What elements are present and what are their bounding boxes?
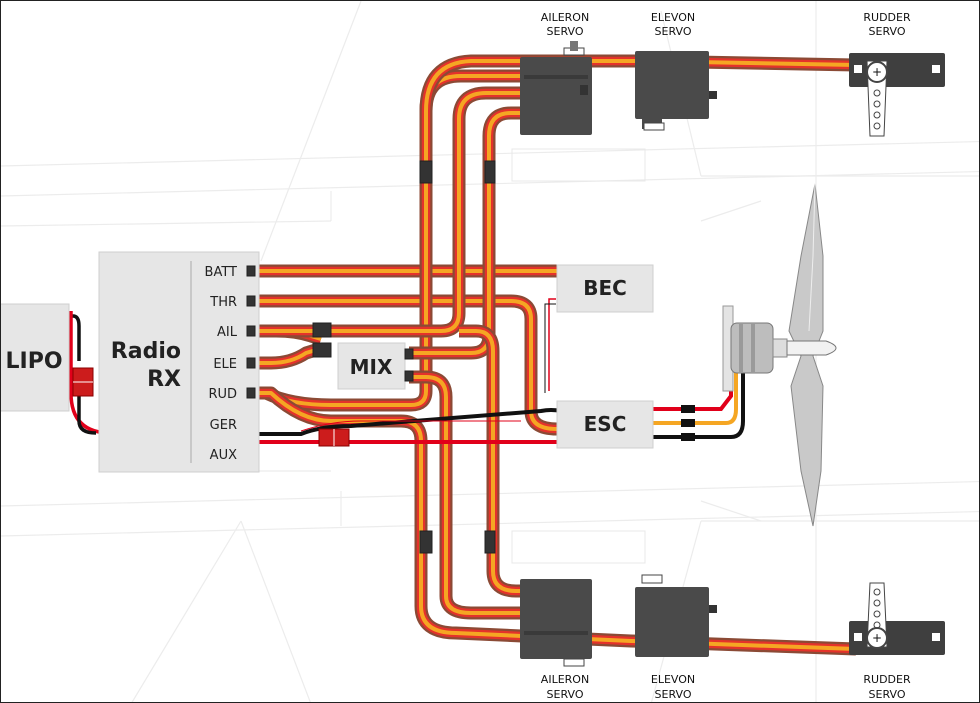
svg-text:+: + bbox=[872, 65, 882, 79]
elevon-top-label-1: ELEVON bbox=[651, 11, 695, 24]
cable-mix2-bottom bbox=[409, 370, 521, 620]
rx-port-plug bbox=[246, 357, 256, 369]
mix-output-plug bbox=[404, 348, 414, 360]
bec-block: BEC bbox=[556, 264, 654, 313]
cable-extension-plug bbox=[419, 530, 433, 554]
rx-channel-batt: BATT bbox=[205, 265, 238, 280]
rx-channel-ele: ELE bbox=[213, 357, 237, 372]
aileron-servo-bottom: AILERON SERVO bbox=[520, 579, 592, 701]
rudder-bottom-label-2: SERVO bbox=[869, 688, 906, 701]
cable-ele-mix bbox=[251, 342, 321, 370]
elevon-servo-bottom: ELEVON SERVO bbox=[635, 574, 717, 701]
mix-label: MIX bbox=[350, 355, 393, 379]
svg-text:+: + bbox=[872, 631, 882, 645]
aileron-top-label-2: SERVO bbox=[547, 25, 584, 38]
rx-port-plug bbox=[246, 265, 256, 277]
rx-port-plug bbox=[246, 295, 256, 307]
mix-output-plug bbox=[404, 370, 414, 382]
cable-mix1-top bbox=[409, 106, 521, 360]
bec-label: BEC bbox=[583, 276, 627, 300]
cable-extension-plug bbox=[419, 160, 433, 184]
elevon-top-label-2: SERVO bbox=[655, 25, 692, 38]
rx-channel-aux: AUX bbox=[210, 448, 237, 463]
servo-cables bbox=[251, 54, 857, 656]
rx-channel-list: BATT THR AIL ELE RUD GER AUX bbox=[205, 265, 238, 463]
aileron-top-label-1: AILERON bbox=[541, 11, 589, 24]
rx-port-plug bbox=[246, 325, 256, 337]
elevon-bottom-label-1: ELEVON bbox=[651, 673, 695, 686]
rudder-top-label-1: RUDDER bbox=[863, 11, 911, 24]
elevon-servo-top: ELEVON SERVO bbox=[635, 11, 717, 131]
rudder-top-label-2: SERVO bbox=[869, 25, 906, 38]
esc-label: ESC bbox=[584, 412, 627, 436]
cable-rudder-top bbox=[419, 54, 857, 112]
cable-thr-esc bbox=[251, 294, 558, 436]
rudder-bottom-label-1: RUDDER bbox=[863, 673, 911, 686]
esc-block: ESC bbox=[556, 400, 654, 449]
cable-extension-plug bbox=[484, 530, 496, 554]
rx-channel-ger: GER bbox=[210, 418, 237, 433]
mix-input-plug bbox=[312, 322, 332, 338]
rx-channel-rud: RUD bbox=[208, 387, 237, 402]
elevon-bottom-label-2: SERVO bbox=[655, 688, 692, 701]
rudder-servo-top: + RUDDER SERVO bbox=[849, 11, 945, 137]
aileron-servo-top: AILERON SERVO bbox=[520, 11, 592, 135]
lipo-block: LIPO bbox=[1, 303, 70, 412]
cable-elevon-bottom bbox=[459, 324, 523, 598]
lipo-label: LIPO bbox=[5, 349, 62, 374]
motor-propeller bbox=[722, 183, 837, 527]
cable-rudder-bottom bbox=[251, 386, 857, 656]
rx-port-plug bbox=[246, 387, 256, 399]
cable-extension-plug bbox=[484, 160, 496, 184]
rudder-servo-bottom: + RUDDER SERVO bbox=[849, 582, 945, 701]
rx-title-line2: RX bbox=[147, 367, 181, 392]
connector-plugs bbox=[246, 160, 496, 554]
aileron-bottom-label-1: AILERON bbox=[541, 673, 589, 686]
rx-channel-thr: THR bbox=[209, 295, 237, 310]
mix-block: MIX bbox=[337, 342, 406, 390]
rx-title-line1: Radio bbox=[111, 339, 181, 364]
mix-input-plug bbox=[312, 342, 332, 358]
cable-ail-elevon bbox=[251, 86, 521, 338]
radio-rx-block: Radio RX BATT THR AIL ELE RUD GER AUX bbox=[98, 251, 260, 473]
aileron-bottom-label-2: SERVO bbox=[547, 688, 584, 701]
rx-channel-ail: AIL bbox=[217, 325, 238, 340]
